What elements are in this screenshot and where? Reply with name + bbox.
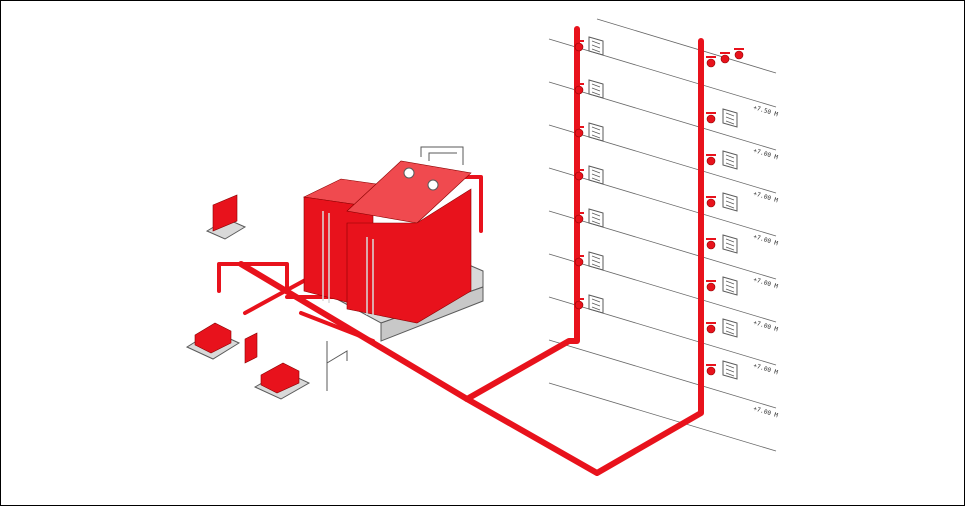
floor-line [548,296,777,366]
panel-cabinet [212,194,238,232]
floor-line [548,253,777,323]
hose-cabinet-icon [588,122,604,142]
hose-reel-icon [725,364,735,377]
water-tank-right-top [346,160,472,224]
floor-line [548,38,777,108]
hose-cabinet-icon [588,294,604,314]
floor-line [548,167,777,237]
landing-valve-icon [574,214,584,224]
distribution-loop-pipe-lower [464,38,704,476]
landing-valve-icon [706,366,716,376]
hose-reel-icon [591,40,601,53]
floor-line [548,81,777,151]
hose-reel-icon [725,112,735,125]
water-tank-right [346,188,472,324]
hose-cabinets [588,36,738,380]
pump-header-pipe [217,262,355,315]
hose-reel-icon [591,255,601,268]
fire-pump-1 [194,322,232,354]
vent-pipe [420,146,464,165]
hose-reel-icon [591,212,601,225]
distribution-loop-pipe [464,26,580,402]
hose-reel-icon [725,154,735,167]
floor-line [548,210,777,280]
hose-cabinet-icon [722,318,738,338]
hose-cabinet-icon [588,251,604,271]
fire-pump-2 [260,362,300,394]
floor-line [548,382,777,452]
hose-cabinet-icon [588,208,604,228]
hose-reel-icon [591,169,601,182]
hose-cabinet-icon [588,36,604,56]
pipe-network [217,26,704,476]
floor-line [596,18,777,74]
hose-reel-icon [725,322,735,335]
overflow-pipe [459,175,483,233]
floor-lines [548,18,777,452]
hose-reel-icon [591,126,601,139]
water-storage-tanks [302,146,484,342]
jockey-pump [244,332,258,364]
riser-valves [574,40,744,376]
landing-valve-icon [706,282,716,292]
hose-reel-icon [591,83,601,96]
landing-valve-icon [706,58,716,68]
hose-cabinet-icon [722,150,738,170]
hose-reel-icon [725,238,735,251]
floor-line [548,124,777,194]
hose-cabinet-icon [722,276,738,296]
landing-valve-icon [706,114,716,124]
hose-cabinet-icon [722,360,738,380]
landing-valve-icon [574,85,584,95]
tank-manhole-icon [403,167,415,179]
level-gauge-left [322,211,330,303]
landing-valve-icon [574,257,584,267]
level-gauge-right [366,237,374,317]
hose-cabinet-icon [588,79,604,99]
pump-sets [185,322,348,400]
landing-valve-icon [706,198,716,208]
landing-valve-icon [706,240,716,250]
landing-valve-icon [574,300,584,310]
landing-valve-icon [574,42,584,52]
hose-reel-icon [725,280,735,293]
landing-valve-icon [734,50,744,60]
hose-reel-icon [591,298,601,311]
level-labels: +7.50 M+7.00 M+7.00 M+7.00 M+7.00 M+7.00… [752,104,779,419]
hose-reel-icon [725,196,735,209]
drain-pipe [326,341,348,391]
landing-valve-icon [574,171,584,181]
tank-manhole-icon [427,179,439,191]
landing-valve-icon [706,156,716,166]
hose-cabinet-icon [722,108,738,128]
control-panel [205,194,247,240]
landing-valve-icon [706,324,716,334]
hose-cabinet-icon [722,234,738,254]
floor-line [548,339,777,409]
hose-cabinet-icon [722,192,738,212]
landing-valve-icon [720,54,730,64]
tank-outlet-pipe [299,311,375,343]
landing-valve-icon [574,128,584,138]
hose-cabinet-icon [588,165,604,185]
